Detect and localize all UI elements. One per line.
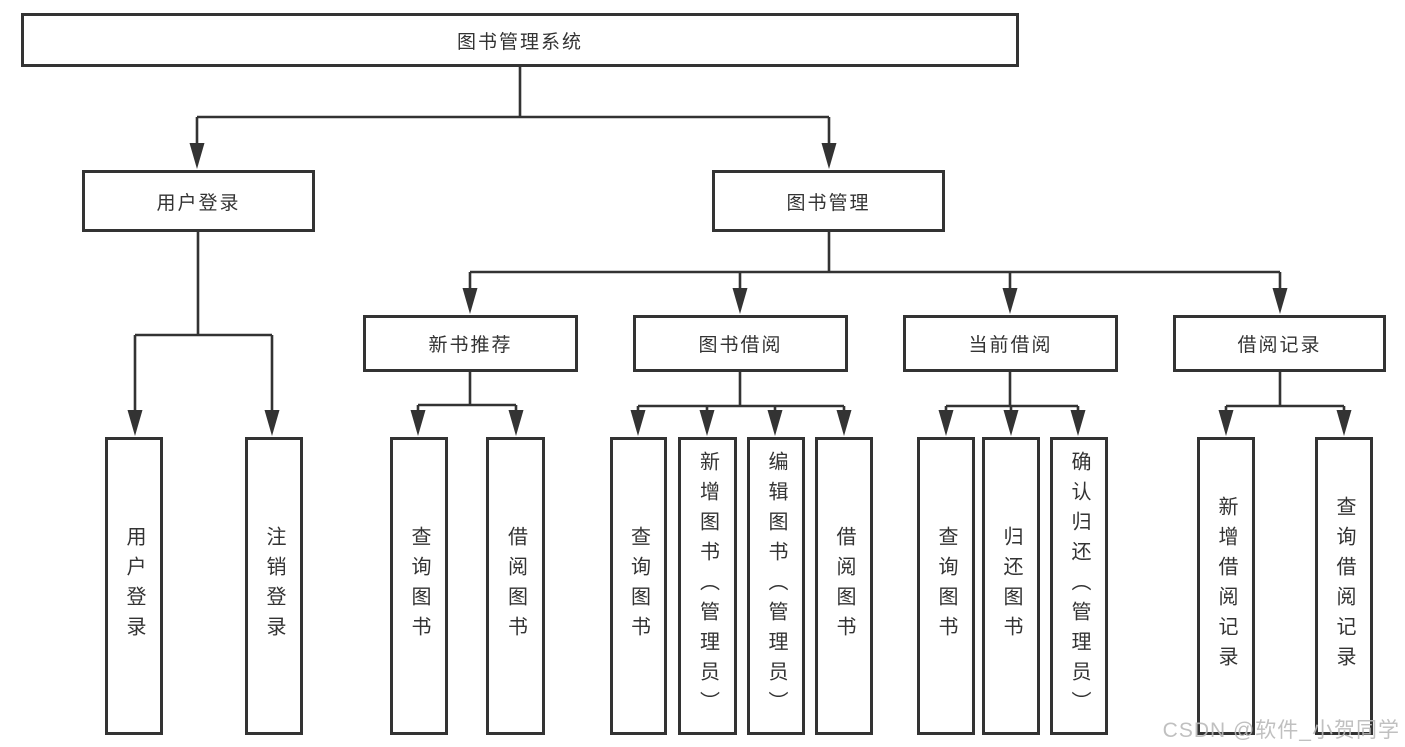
leaf-return-books: 归还图书 xyxy=(982,437,1040,735)
csdn-watermark: CSDN @软件_小贺同学 xyxy=(1162,719,1400,742)
leaf-logout: 注销登录 xyxy=(245,437,303,735)
leaf-query-borrow-record: 查询借阅记录 xyxy=(1315,437,1373,735)
leaf-edit-books-admin: 编辑图书（管理员） xyxy=(747,437,805,735)
node-borrow-records: 借阅记录 xyxy=(1173,315,1386,372)
leaf-add-books-admin: 新增图书（管理员） xyxy=(678,437,737,735)
leaf-query-books-recommend: 查询图书 xyxy=(390,437,448,735)
leaf-query-books-current: 查询图书 xyxy=(917,437,975,735)
leaf-borrow-books-recommend: 借阅图书 xyxy=(486,437,545,735)
node-book-borrowing: 图书借阅 xyxy=(633,315,848,372)
arrowheads xyxy=(127,143,1352,436)
node-current-borrowing: 当前借阅 xyxy=(903,315,1118,372)
node-library-management-system: 图书管理系统 xyxy=(21,13,1019,67)
node-new-book-recommend: 新书推荐 xyxy=(363,315,578,372)
leaf-borrow-books: 借阅图书 xyxy=(815,437,873,735)
node-user-login: 用户登录 xyxy=(82,170,315,232)
leaf-user-login: 用户登录 xyxy=(105,437,163,735)
node-book-management: 图书管理 xyxy=(712,170,945,232)
leaf-confirm-return-admin: 确认归还（管理员） xyxy=(1050,437,1108,735)
leaf-query-books-borrowing: 查询图书 xyxy=(610,437,667,735)
leaf-add-borrow-record: 新增借阅记录 xyxy=(1197,437,1255,735)
